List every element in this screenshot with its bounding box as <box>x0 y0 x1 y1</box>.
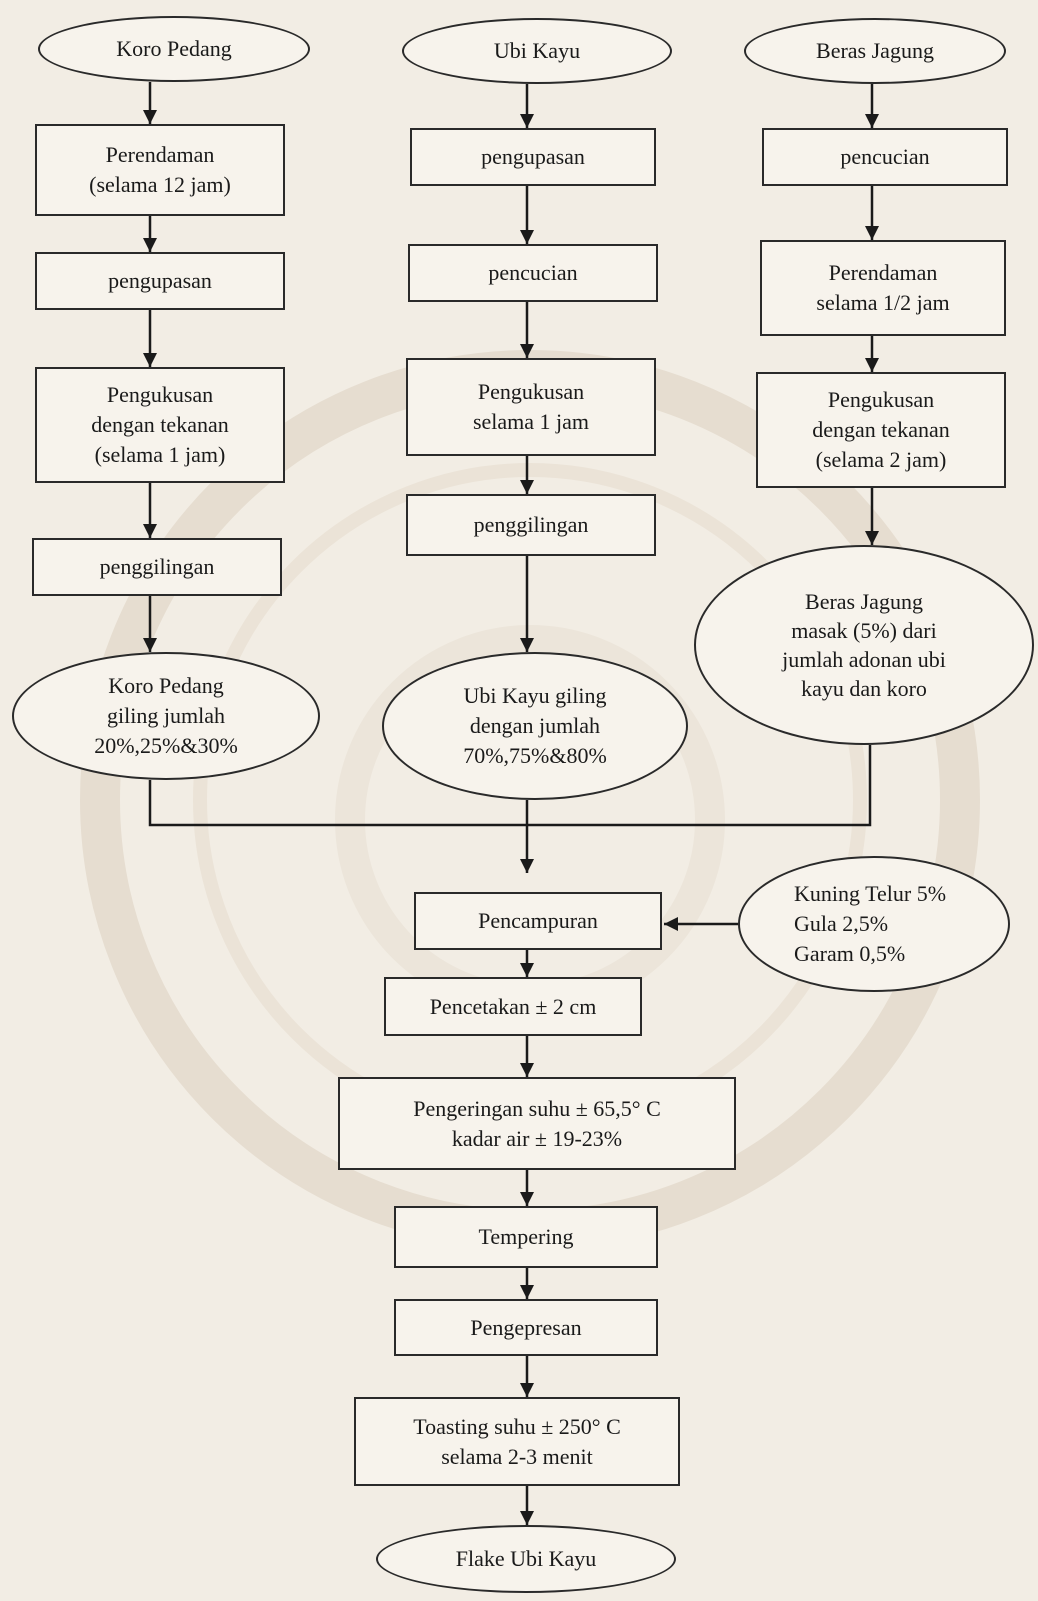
step-pengepresan: Pengepresan <box>394 1299 658 1356</box>
step-pengupasan-koro: pengupasan <box>35 252 285 310</box>
start-koro-pedang: Koro Pedang <box>38 16 310 82</box>
step-pencampuran: Pencampuran <box>414 892 662 950</box>
step-pencucian-jagung: pencucian <box>762 128 1008 186</box>
start-ubi-kayu: Ubi Kayu <box>402 18 672 84</box>
step-pencucian-ubi: pencucian <box>408 244 658 302</box>
step-penggilingan-koro: penggilingan <box>32 538 282 596</box>
step-pengukusan-jagung: Pengukusan dengan tekanan (selama 2 jam) <box>756 372 1006 488</box>
step-toasting: Toasting suhu ± 250° C selama 2-3 menit <box>354 1397 680 1486</box>
step-pengukusan-ubi: Pengukusan selama 1 jam <box>406 358 656 456</box>
step-penggilingan-ubi: penggilingan <box>406 494 656 556</box>
step-perendaman-12-jam: Perendaman (selama 12 jam) <box>35 124 285 216</box>
step-pengukusan-koro: Pengukusan dengan tekanan (selama 1 jam) <box>35 367 285 483</box>
result-ubi-kayu-giling: Ubi Kayu giling dengan jumlah 70%,75%&80… <box>382 652 688 800</box>
step-tempering: Tempering <box>394 1206 658 1268</box>
end-flake-ubi-kayu: Flake Ubi Kayu <box>376 1525 676 1593</box>
result-beras-jagung-masak: Beras Jagung masak (5%) dari jumlah adon… <box>694 545 1034 745</box>
additives-oval: Kuning Telur 5% Gula 2,5% Garam 0,5% <box>738 856 1010 992</box>
start-beras-jagung: Beras Jagung <box>744 18 1006 84</box>
result-koro-pedang-giling: Koro Pedang giling jumlah 20%,25%&30% <box>12 652 320 780</box>
step-perendaman-jagung: Perendaman selama 1/2 jam <box>760 240 1006 336</box>
step-pencetakan: Pencetakan ± 2 cm <box>384 977 642 1036</box>
step-pengupasan-ubi: pengupasan <box>410 128 656 186</box>
step-pengeringan: Pengeringan suhu ± 65,5° C kadar air ± 1… <box>338 1077 736 1170</box>
